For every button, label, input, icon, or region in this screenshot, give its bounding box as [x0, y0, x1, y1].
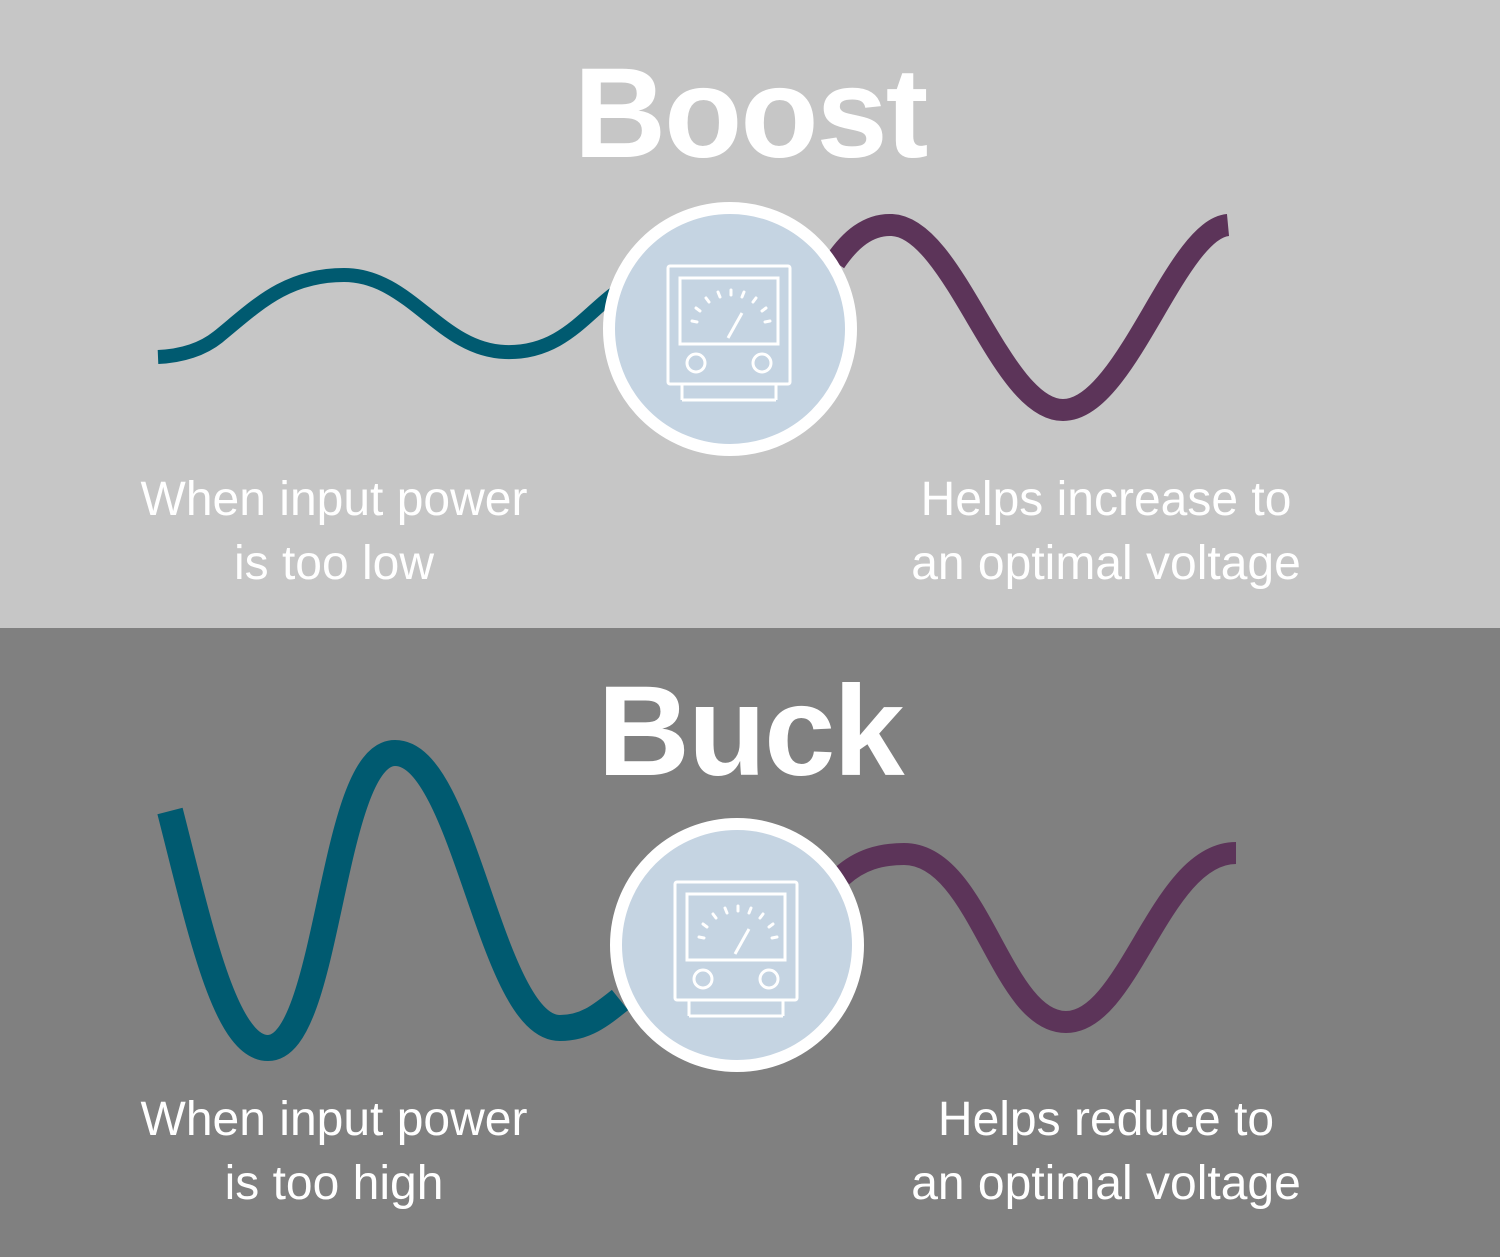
voltmeter-icon	[673, 880, 799, 1018]
boost-output-wave	[825, 214, 1231, 422]
buck-meter-circle	[610, 818, 864, 1072]
boost-diagram	[157, 202, 1231, 456]
boost-title: Boost	[573, 42, 929, 185]
boost-panel: Boost	[0, 0, 1500, 628]
buck-panel: Buck	[0, 628, 1500, 1257]
buck-output-wave	[834, 842, 1238, 1034]
boost-meter-circle-shape	[603, 202, 857, 456]
buck-input-caption: When input power is too high	[140, 1093, 528, 1210]
buck-output-caption: Helps reduce to an optimal voltage	[911, 1093, 1301, 1210]
boost-input-wave	[157, 267, 620, 364]
buck-diagram	[157, 739, 1238, 1072]
buck-title: Buck	[597, 660, 905, 803]
buck-meter-circle-shape	[610, 818, 864, 1072]
boost-input-caption: When input power is too low	[140, 473, 528, 590]
boost-output-caption: Helps increase to an optimal voltage	[911, 473, 1301, 590]
boost-meter-circle	[603, 202, 857, 456]
voltmeter-icon	[666, 264, 792, 402]
buck-input-wave	[157, 739, 629, 1062]
